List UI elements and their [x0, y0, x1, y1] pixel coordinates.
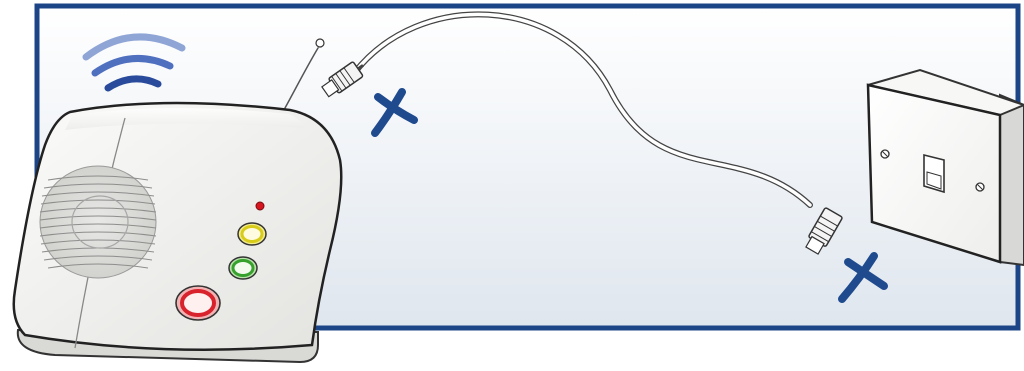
- alarm-unit: [14, 103, 342, 362]
- plug-clip-icon: [316, 39, 324, 47]
- yellow-button[interactable]: [238, 223, 266, 245]
- red-button[interactable]: [176, 286, 220, 320]
- green-button[interactable]: [229, 257, 257, 279]
- indicator-light: [256, 202, 264, 210]
- speaker-grille: [40, 166, 156, 278]
